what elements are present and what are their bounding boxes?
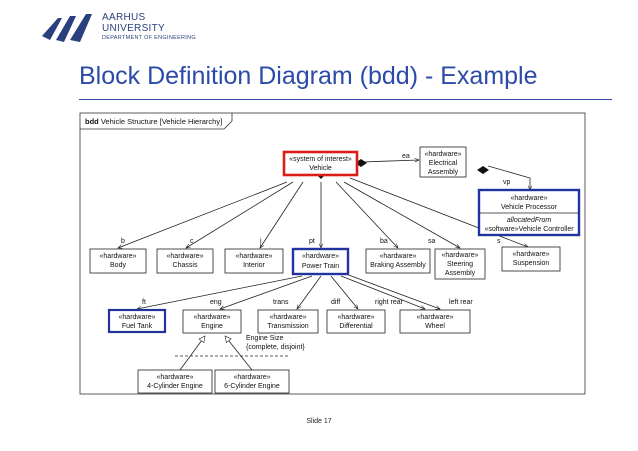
block-vehicle: «system of interest» Vehicle xyxy=(282,150,359,177)
university-logo: AARHUS UNIVERSITY DEPARTMENT OF ENGINEER… xyxy=(40,8,240,56)
block-wheel: «hardware» Wheel xyxy=(399,309,471,334)
block-suspension: «hardware» Suspension xyxy=(501,246,561,272)
block-steering-assembly: «hardware» Steering Assembly xyxy=(434,248,486,280)
svg-text:6-Cylinder Engine: 6-Cylinder Engine xyxy=(224,383,280,390)
role-diff: diff xyxy=(331,299,340,306)
university-name: AARHUS UNIVERSITY xyxy=(102,12,166,34)
slide-number: Slide 17 xyxy=(306,418,332,425)
role-trans: trans xyxy=(273,299,289,306)
svg-text:Assembly: Assembly xyxy=(445,270,476,277)
svg-text:Fuel Tank: Fuel Tank xyxy=(122,323,153,330)
generalization-set-constraint: {complete, disjoint} xyxy=(246,344,305,351)
block-electrical-assembly: «hardware» Electrical Assembly xyxy=(419,146,467,178)
frame-label: Vehicle Structure [Vehicle Hierarchy] xyxy=(101,117,222,126)
svg-text:Power Train: Power Train xyxy=(302,263,339,270)
svg-text:«hardware»: «hardware» xyxy=(100,253,137,260)
svg-text:Vehicle: Vehicle xyxy=(309,165,332,172)
svg-text:Steering: Steering xyxy=(447,261,473,268)
block-transmission: «hardware» Transmission xyxy=(257,309,319,334)
role-ba: ba xyxy=(380,238,388,245)
svg-text:«hardware»: «hardware» xyxy=(417,314,454,321)
svg-text:«hardware»: «hardware» xyxy=(425,151,462,158)
svg-text:Differential: Differential xyxy=(339,323,373,330)
svg-text:«hardware»: «hardware» xyxy=(513,251,550,258)
svg-text:Suspension: Suspension xyxy=(513,260,550,267)
block-engine: «hardware» Engine xyxy=(182,309,242,334)
svg-text:Vehicle Processor: Vehicle Processor xyxy=(501,204,558,211)
svg-text:bdd Vehicle Structure [Vehicle: bdd Vehicle Structure [Vehicle Hierarchy… xyxy=(85,117,222,126)
svg-text:Interior: Interior xyxy=(243,262,265,269)
svg-text:Engine: Engine xyxy=(201,323,223,330)
frame-keyword: bdd xyxy=(85,117,99,126)
svg-text:Transmission: Transmission xyxy=(267,323,308,330)
diagram-frame: bdd Vehicle Structure [Vehicle Hierarchy… xyxy=(79,112,586,395)
aarhus-logo-icon xyxy=(42,14,92,42)
svg-text:«hardware»: «hardware» xyxy=(167,253,204,260)
svg-text:«hardware»: «hardware» xyxy=(157,374,194,381)
role-c: c xyxy=(190,238,194,245)
svg-text:«hardware»: «hardware» xyxy=(119,314,156,321)
svg-text:«hardware»: «hardware» xyxy=(270,314,307,321)
role-i: i xyxy=(260,238,262,245)
block-4-cylinder-engine: «hardware» 4-Cylinder Engine xyxy=(137,369,213,394)
role-right-rear: right rear xyxy=(375,299,404,306)
svg-text:«hardware»: «hardware» xyxy=(511,195,548,202)
composition-lines xyxy=(118,160,530,309)
svg-text:«hardware»: «hardware» xyxy=(442,252,479,259)
svg-text:«hardware»: «hardware» xyxy=(234,374,271,381)
svg-text:«hardware»: «hardware» xyxy=(236,253,273,260)
generalization-lines xyxy=(175,336,290,371)
generalization-set-name: Engine Size xyxy=(246,335,283,342)
block-vehicle-processor: «hardware» Vehicle Processor allocatedFr… xyxy=(477,188,581,237)
svg-text:Braking Assembly: Braking Assembly xyxy=(370,262,426,269)
block-interior: «hardware» Interior xyxy=(224,248,284,274)
role-pt: pt xyxy=(309,238,315,245)
block-chassis: «hardware» Chassis xyxy=(156,248,214,274)
svg-text:Body: Body xyxy=(110,262,126,269)
svg-text:«hardware»: «hardware» xyxy=(302,253,339,260)
svg-text:Wheel: Wheel xyxy=(425,323,445,330)
role-vp: vp xyxy=(503,179,511,186)
title-divider xyxy=(79,99,612,100)
role-sa: sa xyxy=(428,238,436,245)
svg-text:Electrical: Electrical xyxy=(429,160,458,167)
department-name: DEPARTMENT OF ENGINEERING xyxy=(102,35,196,41)
svg-text:«system of interest»: «system of interest» xyxy=(289,156,352,163)
svg-text:allocatedFrom: allocatedFrom xyxy=(507,217,552,224)
block-power-train: «hardware» Power Train xyxy=(291,247,350,276)
svg-text:«hardware»: «hardware» xyxy=(194,314,231,321)
block-braking-assembly: «hardware» Braking Assembly xyxy=(365,248,431,274)
role-s: s xyxy=(497,238,501,245)
svg-text:4-Cylinder Engine: 4-Cylinder Engine xyxy=(147,383,203,390)
role-left-rear: left rear xyxy=(449,299,473,306)
block-body: «hardware» Body xyxy=(89,248,147,274)
role-eng: eng xyxy=(210,299,222,306)
slide-title: Block Definition Diagram (bdd) - Example xyxy=(79,62,538,90)
svg-text:«hardware»: «hardware» xyxy=(380,253,417,260)
role-b: b xyxy=(121,238,125,245)
svg-text:Assembly: Assembly xyxy=(428,169,459,176)
role-labels: ea vp b c i pt ba sa s ft eng trans diff… xyxy=(121,153,511,306)
svg-text:«software»Vehicle Controller: «software»Vehicle Controller xyxy=(484,226,574,233)
block-differential: «hardware» Differential xyxy=(326,309,386,334)
block-fuel-tank: «hardware» Fuel Tank xyxy=(107,308,167,334)
svg-text:«hardware»: «hardware» xyxy=(338,314,375,321)
block-6-cylinder-engine: «hardware» 6-Cylinder Engine xyxy=(214,369,290,394)
svg-text:Chassis: Chassis xyxy=(173,262,198,269)
role-ft: ft xyxy=(142,299,146,306)
role-ea: ea xyxy=(402,153,410,160)
